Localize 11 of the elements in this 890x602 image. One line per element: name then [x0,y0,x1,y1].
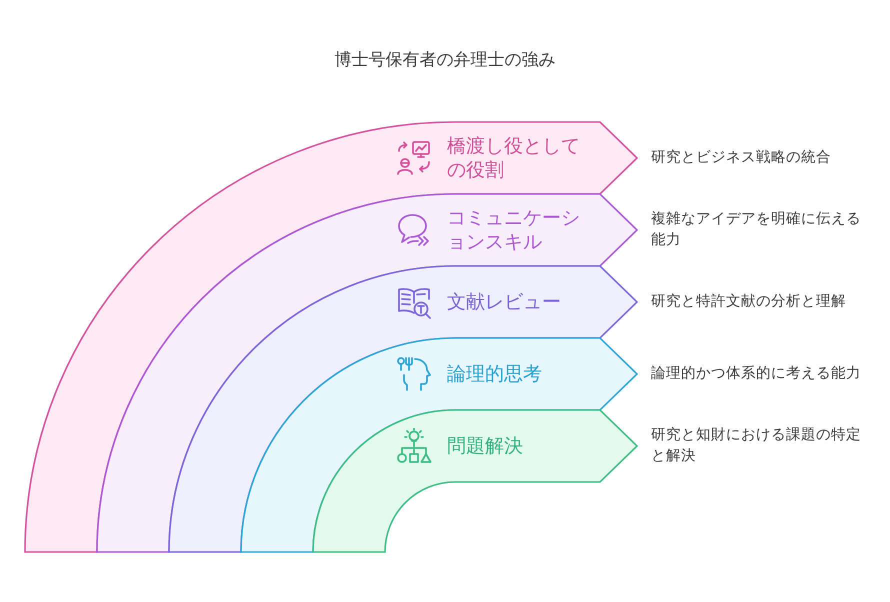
band-label: 橋渡し役としての役割 [447,134,581,182]
band-label: 問題解決 [447,434,524,458]
description-text: 論理的かつ体系的に考える能力 [651,364,862,384]
band-label: 文献レビュー [447,290,562,314]
description-text: 研究とビジネス戦略の統合 [651,148,832,168]
band-label: コミュニケーションスキル [447,206,581,254]
diagram-title: 博士号保有者の弁理士の強み [334,49,556,71]
band-label: 論理的思考 [447,362,543,386]
description-text: 研究と特許文献の分析と理解 [651,292,847,312]
description-text: 複雑なアイデアを明確に伝える能力 [651,210,862,250]
description-text: 研究と知財における課題の特定と解決 [651,426,862,466]
